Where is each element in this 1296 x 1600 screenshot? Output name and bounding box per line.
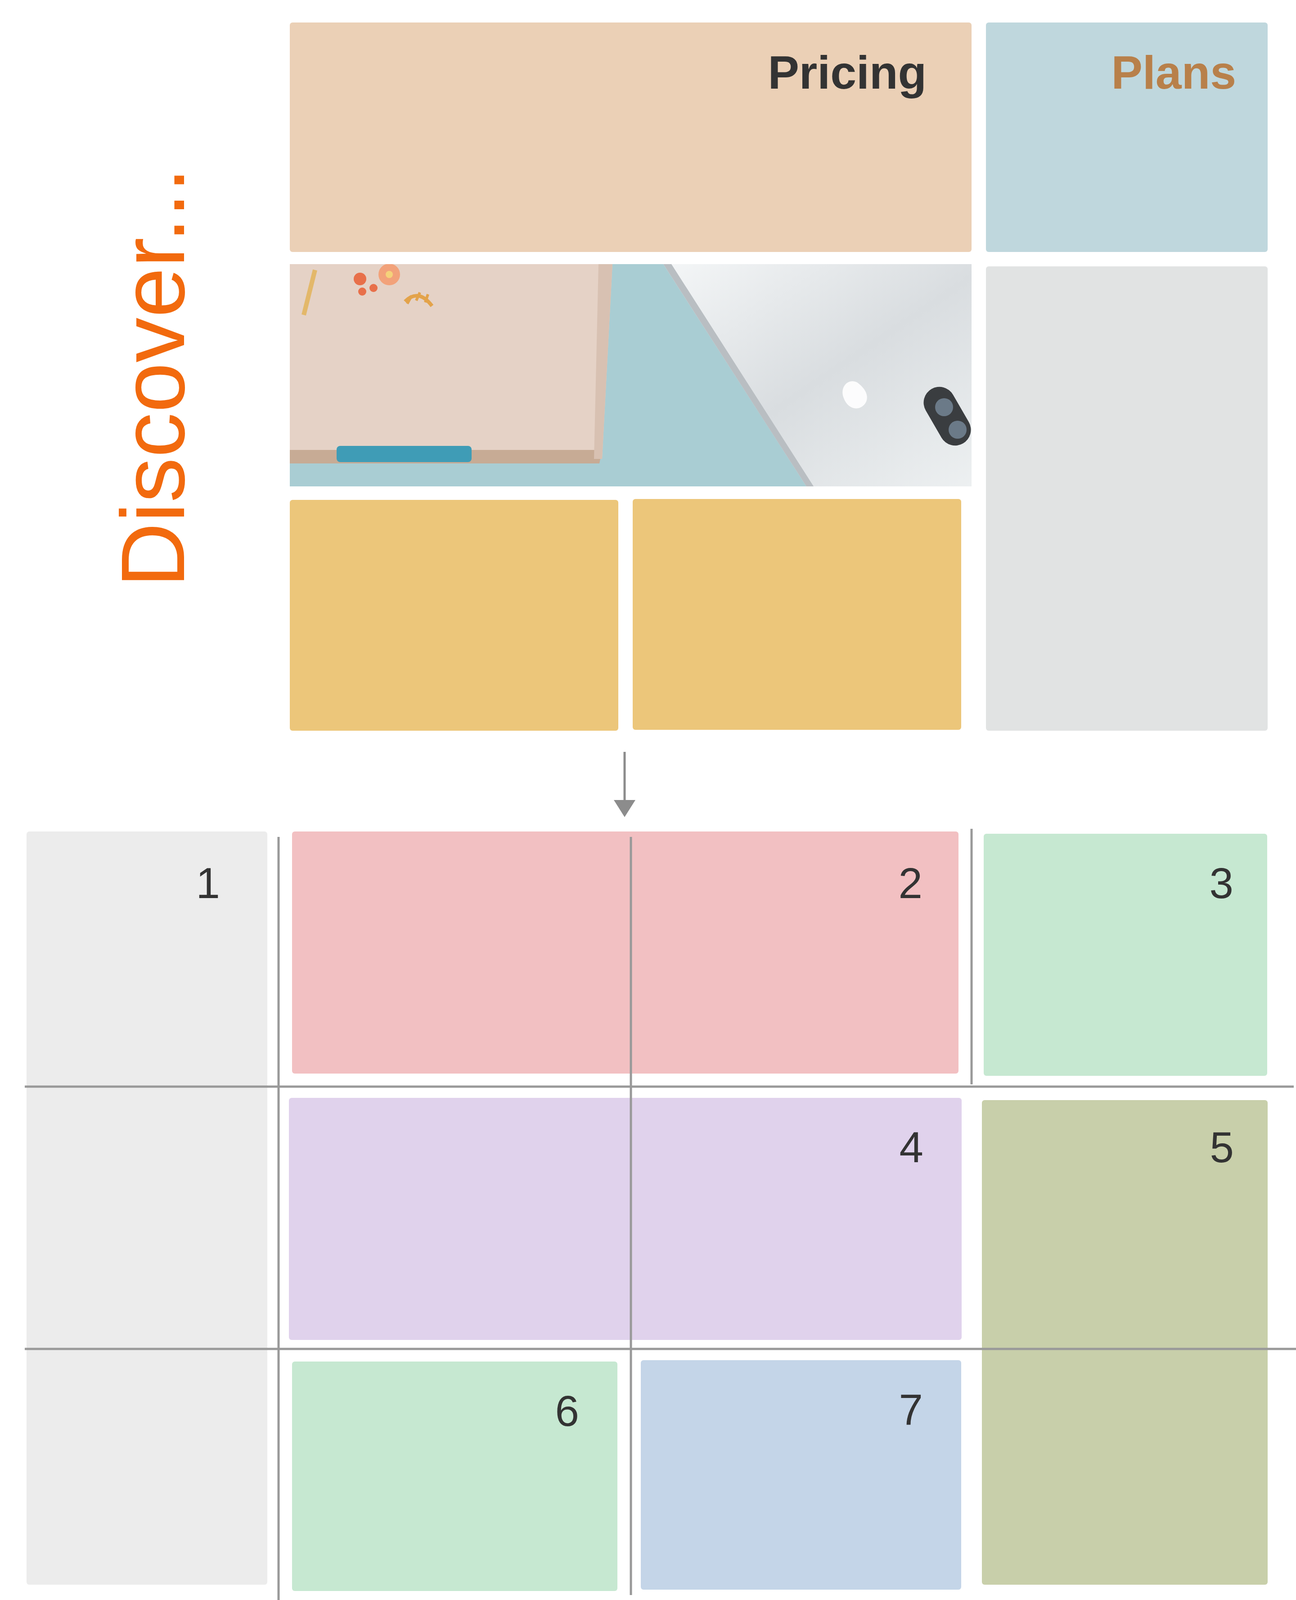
callout-number: 4 [899, 1122, 924, 1173]
grid-item: 1 [26, 831, 268, 1585]
callout-number: 6 [555, 1386, 580, 1436]
transform-arrow [613, 751, 636, 818]
plans-box: Plans [985, 22, 1268, 252]
grid-item: 4 [288, 1098, 962, 1341]
box-heading: Pricing [767, 45, 927, 100]
vertical-heading: Discover... [108, 167, 198, 588]
callout-number: 7 [899, 1385, 923, 1435]
grid-item: 6 [292, 1361, 618, 1592]
empty-box [289, 499, 619, 731]
callout-number: 1 [196, 858, 221, 909]
grid-item: 5 [981, 1100, 1268, 1585]
phone [663, 264, 972, 487]
callout-number: 3 [1209, 858, 1234, 909]
empty-box [632, 499, 962, 730]
grid-item: 2 [292, 831, 959, 1074]
pricing-box: Pricing [289, 22, 972, 252]
callout-number: 5 [1210, 1122, 1234, 1173]
callout-number: 2 [898, 858, 923, 909]
grid-item: 3 [983, 833, 1268, 1076]
floral-decoration [303, 264, 432, 315]
photo [289, 264, 972, 487]
grid-item: 7 [640, 1360, 962, 1590]
empty-box [985, 266, 1268, 731]
box-heading: Plans [1111, 45, 1237, 100]
